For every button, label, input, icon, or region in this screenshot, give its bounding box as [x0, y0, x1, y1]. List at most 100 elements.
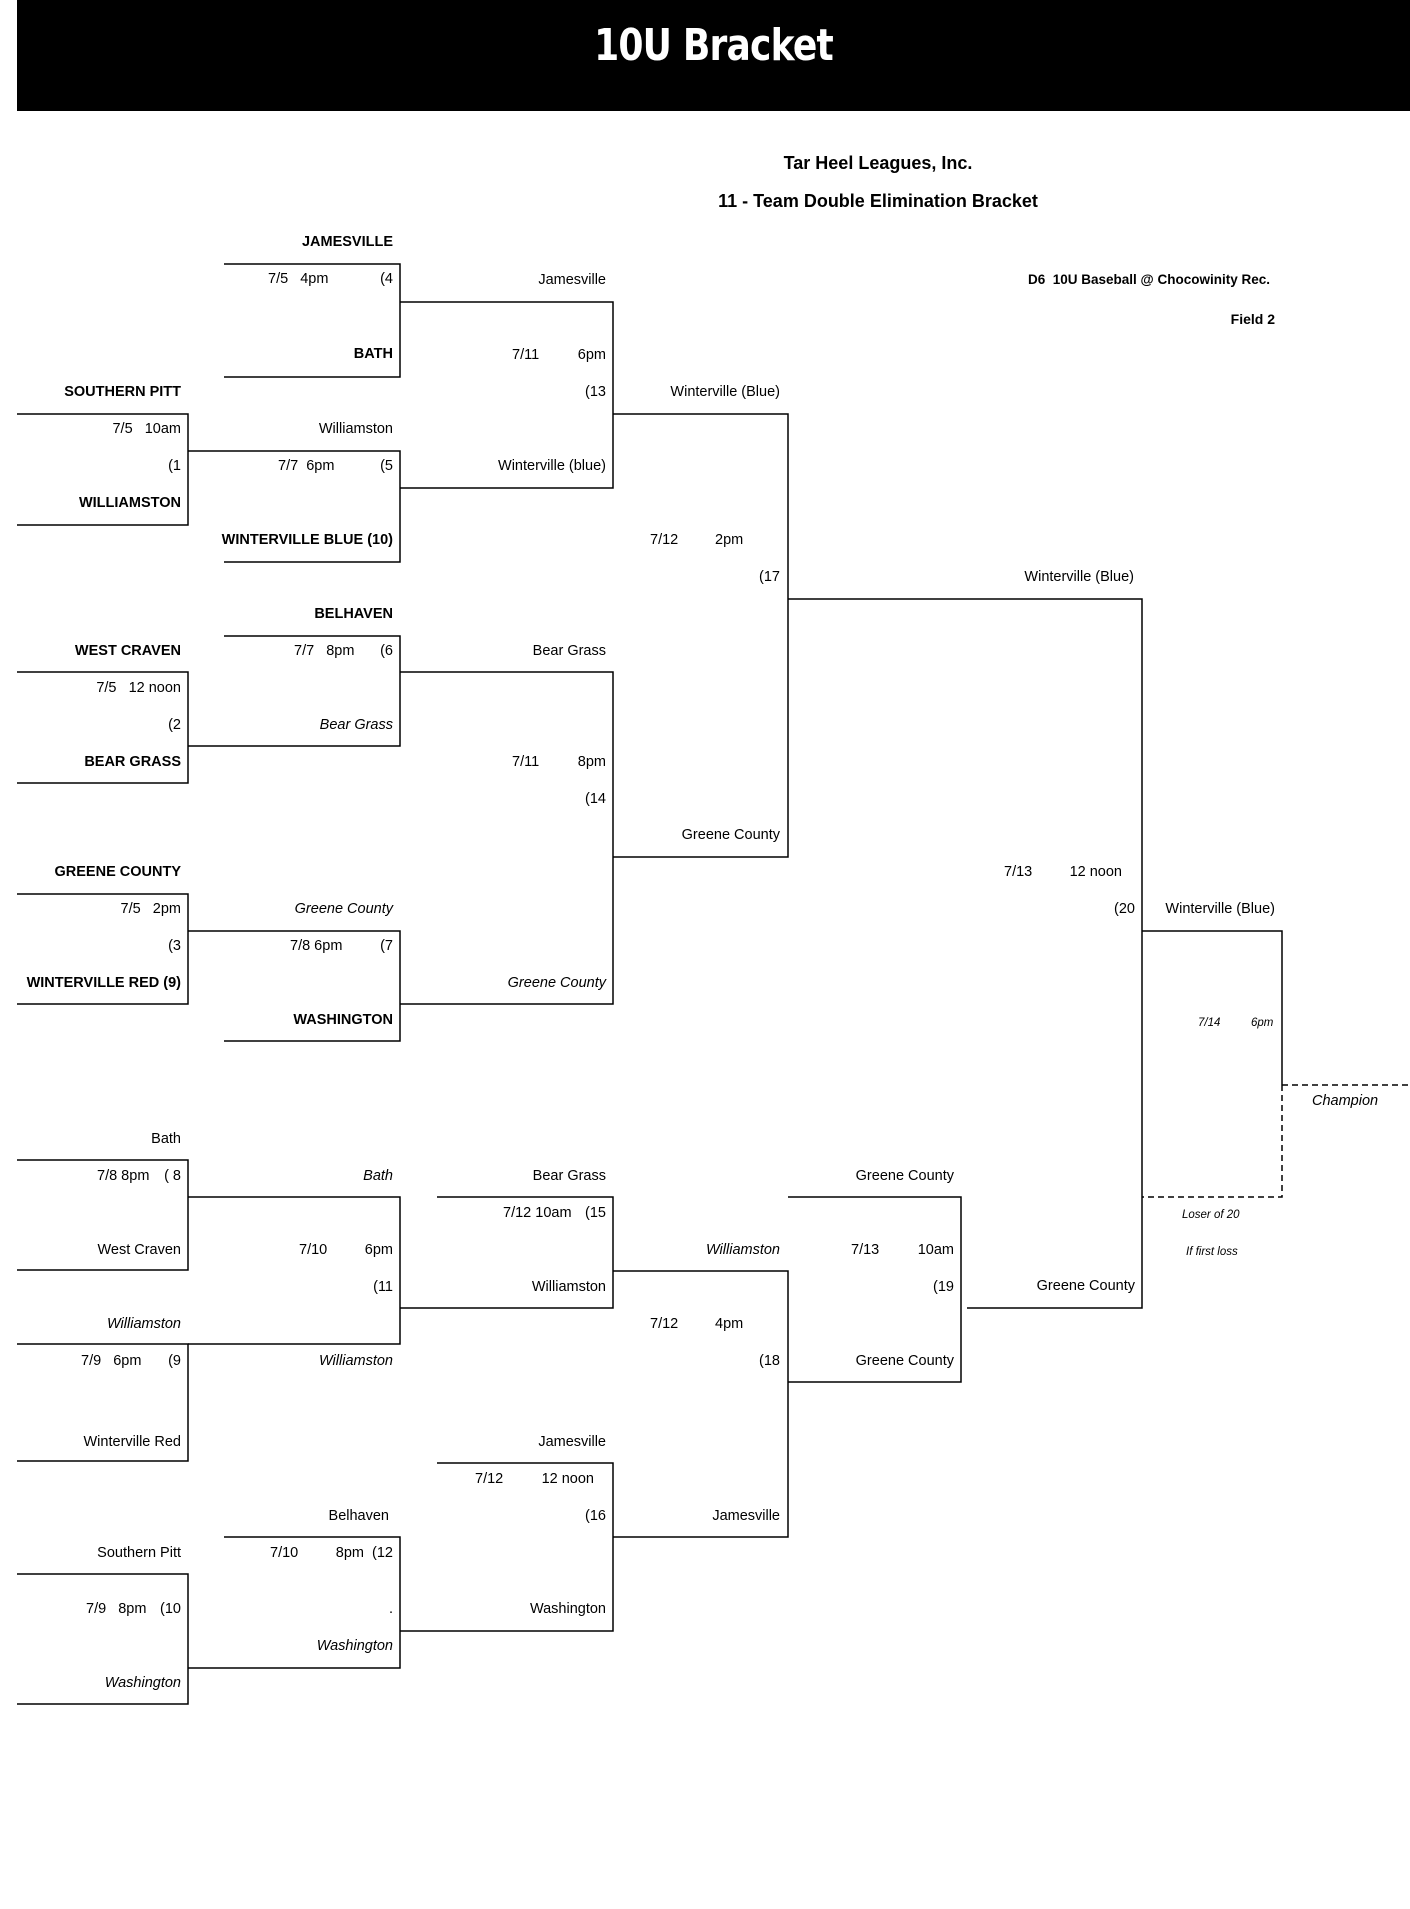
g3-date: 7/5 2pm — [120, 901, 181, 917]
g10-number: (10 — [160, 1601, 181, 1617]
g20-number: (20 — [1114, 901, 1135, 917]
final-bracket-dashed — [1142, 1085, 1283, 1198]
game-11-bracket — [188, 1196, 401, 1345]
org-name: Tar Heel Leagues, Inc. — [783, 153, 973, 173]
game-8-bracket — [17, 1159, 189, 1271]
g4-date: 7/5 4pm — [268, 271, 329, 287]
g1-top-team: SOUTHERN PITT — [64, 384, 181, 400]
g18-time: 4pm — [715, 1316, 744, 1332]
g4-top-team: JAMESVILLE — [301, 234, 393, 250]
g7-bottom-team: WASHINGTON — [293, 1012, 393, 1028]
g11-number: (11 — [373, 1279, 393, 1295]
g13-date: 7/11 — [512, 347, 540, 363]
game-15-bracket — [400, 1196, 614, 1309]
g15-bottom-team: Williamston — [531, 1279, 606, 1295]
g5-number: (5 — [380, 458, 393, 474]
g19-time: 10am — [917, 1242, 954, 1258]
g12-date: 7/10 — [270, 1545, 299, 1561]
g10-bottom-team: Washington — [104, 1675, 181, 1691]
g1-number: (1 — [168, 458, 181, 474]
g6-date: 7/7 8pm — [294, 643, 355, 659]
field-name: Field 2 — [1230, 311, 1275, 327]
g4-bottom-team: BATH — [353, 346, 393, 362]
g9-bottom-team: Winterville Red — [83, 1434, 182, 1450]
g10-date: 7/9 8pm — [86, 1601, 147, 1617]
g11-date: 7/10 — [299, 1242, 328, 1258]
final-date: 7/14 — [1198, 1017, 1221, 1029]
g6-number: (6 — [380, 643, 393, 659]
g5-bottom-team: WINTERVILLE BLUE (10) — [221, 532, 393, 548]
g18-date: 7/12 — [650, 1316, 679, 1332]
game-3-bracket — [17, 893, 189, 1005]
g16-bottom-team: Washington — [529, 1601, 606, 1617]
g15-top-team: Bear Grass — [532, 1168, 606, 1184]
g1-bottom-team: WILLIAMSTON — [78, 495, 181, 511]
g3-top-team: GREENE COUNTY — [54, 864, 182, 880]
g5-top-team: Williamston — [318, 421, 393, 437]
game-7-bracket — [188, 930, 401, 1042]
g14-date: 7/11 — [512, 754, 540, 770]
g1-date: 7/5 10am — [112, 421, 181, 437]
game-10-bracket — [17, 1573, 189, 1705]
game-2-bracket — [17, 671, 189, 784]
g8-date: 7/8 8pm — [97, 1168, 150, 1184]
g18-number: (18 — [759, 1353, 780, 1369]
game-12-bracket — [188, 1536, 401, 1669]
g13-time: 6pm — [577, 347, 606, 363]
game-13-bracket — [400, 301, 614, 489]
g5-date: 7/7 6pm — [278, 458, 335, 474]
g15-number: (15 — [585, 1205, 606, 1221]
g11-time: 6pm — [364, 1242, 393, 1258]
g13-bottom-team: Winterville (blue) — [498, 458, 606, 474]
g19-date: 7/13 — [851, 1242, 880, 1258]
g20-bottom-team: Greene County — [1036, 1278, 1135, 1294]
game-9-bracket — [17, 1343, 189, 1462]
final-top-team: Winterville (Blue) — [1165, 901, 1275, 917]
g11-top-team: Bath — [363, 1168, 393, 1184]
g17-date: 7/12 — [650, 532, 679, 548]
g15-date: 7/12 10am — [503, 1205, 572, 1221]
g9-top-team: Williamston — [107, 1316, 181, 1332]
game-19-bracket — [788, 1196, 962, 1383]
g12-time: 8pm (12 — [335, 1545, 393, 1561]
g6-top-team: BELHAVEN — [314, 606, 393, 622]
g17-number: (17 — [759, 569, 780, 585]
game-18-bracket — [613, 1270, 789, 1538]
g10-top-team: Southern Pitt — [97, 1545, 181, 1561]
champion-label: Champion — [1312, 1093, 1379, 1109]
g17-time: 2pm — [715, 532, 744, 548]
final-loser-note: Loser of 20 — [1182, 1209, 1240, 1221]
g13-top-team: Jamesville — [538, 272, 606, 288]
g13-number: (13 — [585, 384, 606, 400]
g8-top-team: Bath — [151, 1131, 181, 1147]
g19-number: (19 — [933, 1279, 954, 1295]
final-time: 6pm — [1251, 1017, 1274, 1029]
g17-bottom-team: Greene County — [681, 827, 780, 843]
game-1-bracket — [17, 413, 189, 526]
g11-bottom-team: Williamston — [319, 1353, 393, 1369]
g9-date: 7/9 6pm — [81, 1353, 142, 1369]
final-if-note: If first loss — [1186, 1246, 1238, 1258]
g20-time: 12 noon — [1069, 864, 1122, 880]
g20-top-team: Winterville (Blue) — [1024, 569, 1134, 585]
game-5-bracket — [188, 450, 401, 563]
g16-top-team: Jamesville — [538, 1434, 606, 1450]
game-14-bracket — [400, 671, 614, 1005]
game-20-bracket — [788, 598, 1143, 1309]
g8-number: ( 8 — [164, 1168, 181, 1184]
g18-bottom-team: Jamesville — [712, 1508, 780, 1524]
g20-date: 7/13 — [1004, 864, 1033, 880]
g3-bottom-team: WINTERVILLE RED (9) — [26, 975, 181, 991]
header-banner: 10U Bracket — [17, 0, 1410, 111]
game-16-bracket — [400, 1462, 614, 1632]
g8-bottom-team: West Craven — [97, 1242, 181, 1258]
g14-top-team: Bear Grass — [532, 643, 606, 659]
game-4-bracket — [224, 263, 401, 378]
g2-date: 7/5 12 noon — [96, 680, 181, 696]
g9-number: (9 — [168, 1353, 181, 1369]
g16-time: 12 noon — [541, 1471, 594, 1487]
g14-number: (14 — [585, 791, 606, 807]
g14-bottom-team: Greene County — [507, 975, 606, 991]
g16-number: (16 — [585, 1508, 606, 1524]
